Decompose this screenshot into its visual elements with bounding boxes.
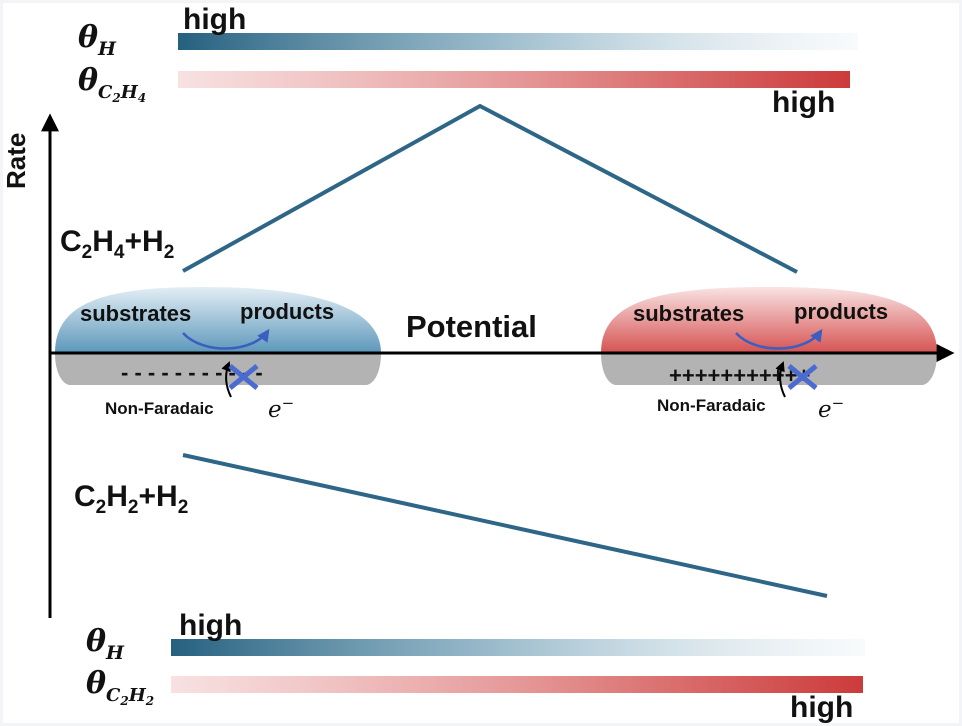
acetylene-reaction-label: C2H2+H2 — [74, 480, 188, 518]
ethylene-reaction-label: C2H4+H2 — [60, 225, 174, 263]
bottom-theta-c2h2-bar — [171, 676, 863, 693]
top-theta-h-group: high θH — [78, 3, 858, 60]
top-theta-c2h4-bar — [178, 71, 850, 88]
bottom-theta-h-bar — [171, 639, 865, 656]
top-theta-h-bar — [178, 33, 858, 50]
right-electron-arrow — [775, 361, 786, 398]
top-theta-c2h4-high: high — [772, 86, 835, 119]
right-electrode-base — [601, 353, 937, 385]
right-products-label: products — [794, 299, 888, 324]
top-theta-h-high: high — [183, 3, 246, 36]
x-axis-label: Potential — [406, 309, 537, 344]
right-reaction-arrow — [735, 328, 823, 350]
bottom-theta-h-high: high — [179, 609, 242, 642]
top-theta-h-symbol: θH — [78, 20, 117, 60]
bottom-theta-h-group: high θH — [86, 609, 865, 664]
left-reaction-arrow — [182, 328, 270, 350]
left-electron-label: e− — [268, 394, 294, 423]
bottom-theta-c2h2-group: high θC2H2 — [86, 666, 863, 723]
top-theta-c2h4-group: high θC2H4 — [78, 63, 850, 119]
bottom-theta-c2h2-high: high — [790, 691, 853, 723]
left-electrode-cap — [55, 287, 381, 353]
right-charges: +++++++++++ — [669, 363, 810, 388]
left-substrates-label: substrates — [80, 301, 191, 326]
bottom-theta-c2h2-symbol: θC2H2 — [86, 666, 154, 708]
right-electrode-cap — [601, 287, 937, 353]
y-axis-label: Rate — [3, 133, 31, 189]
left-electrode-base — [55, 353, 381, 385]
left-blocked-cross-icon — [228, 364, 259, 390]
left-electrode: substrates products - - - - - - - - - - … — [55, 287, 381, 423]
diagram-canvas: high θH high θC2H4 Rate C2H4+H2 C2H2+H2 … — [3, 3, 959, 723]
right-electrode: substrates products +++++++++++ Non-Fara… — [601, 287, 937, 423]
right-substrates-label: substrates — [633, 301, 744, 326]
acetylene-rate-line — [182, 453, 828, 598]
bottom-theta-h-symbol: θH — [86, 624, 125, 664]
right-electron-label: e− — [818, 394, 844, 423]
left-non-faradaic-label: Non-Faradaic — [105, 399, 214, 418]
ethylene-rate-line — [182, 103, 798, 274]
diagram-svg: high θH high θC2H4 Rate C2H4+H2 C2H2+H2 … — [3, 3, 955, 723]
right-blocked-cross-icon — [787, 364, 818, 390]
top-theta-c2h4-symbol: θC2H4 — [78, 63, 146, 105]
right-non-faradaic-label: Non-Faradaic — [657, 396, 766, 415]
left-electron-arrow — [221, 361, 232, 398]
left-products-label: products — [240, 299, 334, 324]
